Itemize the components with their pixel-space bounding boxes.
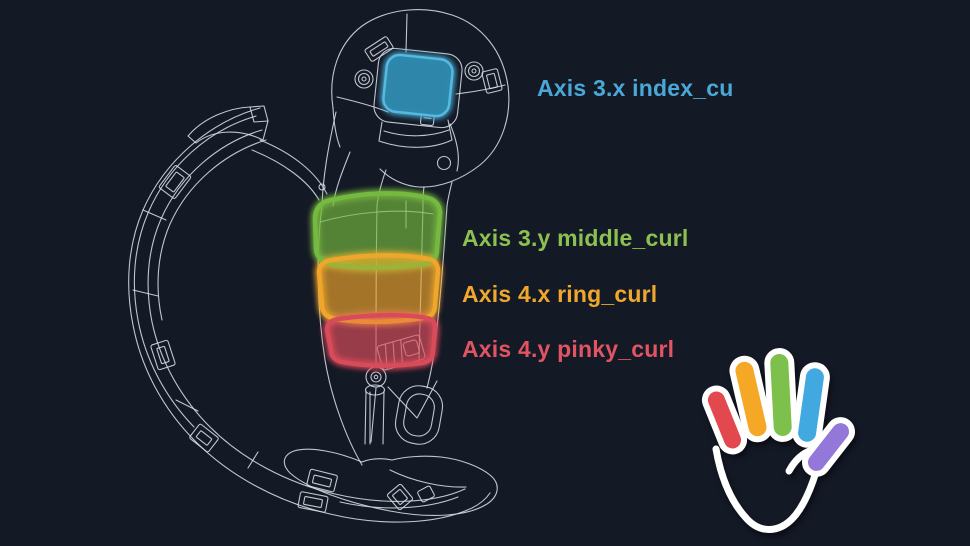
finger-middle [764, 348, 798, 442]
finger-index [792, 362, 830, 448]
hand-icon [701, 348, 856, 533]
face-button-right [464, 61, 484, 81]
ring-sensor [306, 468, 338, 493]
base [283, 448, 498, 517]
ring-top-mount [187, 105, 269, 144]
trackpad-housing [373, 47, 463, 148]
label-middle-curl: Axis 3.y middle_curl [462, 225, 689, 251]
label-ring-curl: Axis 4.x ring_curl [462, 281, 658, 307]
tracking-ring [128, 105, 491, 523]
base-sensor [417, 485, 435, 503]
finger-ring [729, 355, 773, 443]
grip-band-bottom-highlight [324, 312, 438, 368]
base-sensor [386, 483, 414, 511]
head-sensor [364, 36, 394, 62]
finger-thumb [801, 417, 856, 477]
pivot-screw [365, 366, 387, 388]
ring-sensor [189, 423, 219, 453]
strap-loop [394, 385, 444, 445]
trackpad-highlight [382, 53, 454, 118]
ring-sensor [297, 491, 329, 513]
stick-cylinder [364, 384, 386, 445]
label-pinky-curl: Axis 4.y pinky_curl [462, 336, 675, 362]
grip-band-middle-highlight [316, 253, 441, 325]
head-sensor [481, 68, 503, 94]
finger-pinky [701, 385, 748, 455]
face-button-left [354, 69, 374, 89]
status-led [436, 155, 452, 171]
ring-sensor [158, 165, 192, 199]
ring-sensor [150, 339, 176, 371]
axis-highlights [312, 53, 454, 368]
palm-outline [712, 445, 822, 533]
label-index-curl: Axis 3.x index_cu [537, 75, 734, 101]
